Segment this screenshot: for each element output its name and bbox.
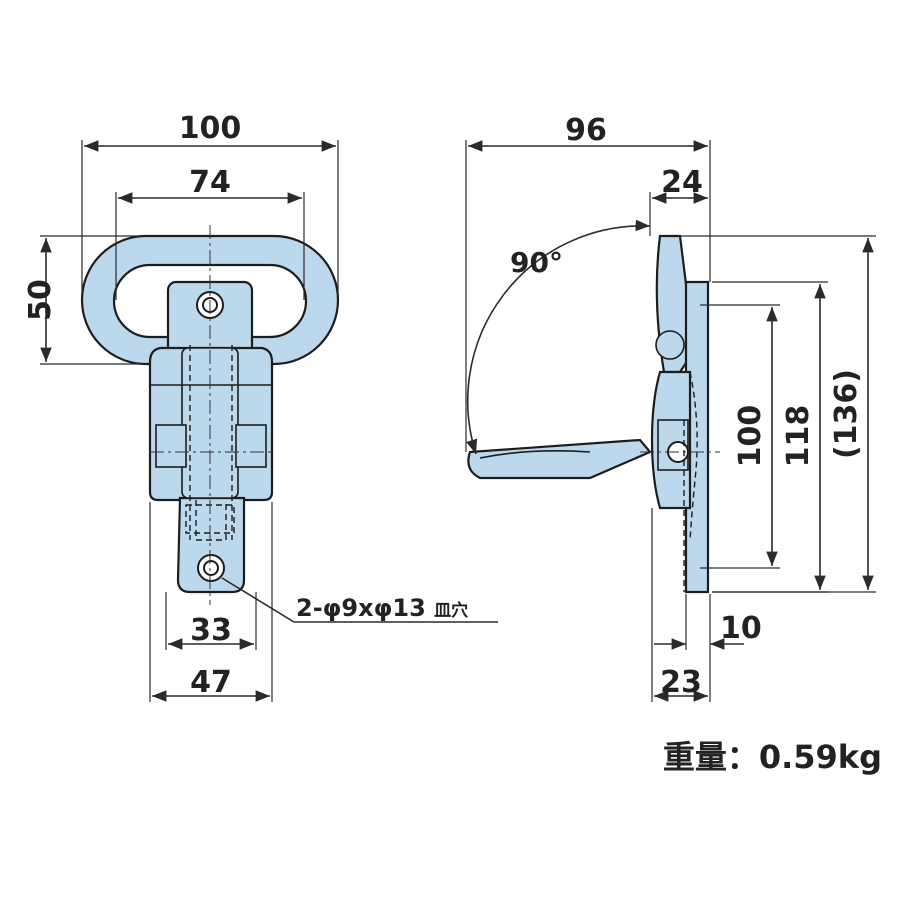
dim-overall-width: 100 [179, 111, 242, 146]
hole-callout-text: 2-φ9xφ13 [296, 594, 426, 622]
hole-callout: 2-φ9xφ13 皿穴 [296, 594, 468, 622]
dim-plate-thickness: 10 [720, 611, 762, 646]
dim-ring-height: 50 [23, 279, 58, 321]
dim-overall-depth: 96 [565, 113, 607, 148]
dim-hole-height: 100 [733, 405, 768, 468]
weight-label: 重量：0.59kg [663, 738, 882, 776]
side-catch-left [155, 424, 187, 468]
dim-plate-depth: 24 [661, 165, 703, 200]
dim-base-depth: 23 [660, 665, 702, 700]
front-view: 100 74 50 33 47 2-φ9xφ13 皿穴 [23, 111, 498, 702]
dim-hole-spacing: 33 [190, 613, 232, 648]
folded-ring [467, 438, 652, 480]
dim-angle: 90° [510, 246, 563, 279]
base-plate [176, 496, 246, 594]
side-catch-right [235, 424, 267, 468]
side-view: 90° 96 24 100 118 (136) 10 23 [465, 113, 876, 702]
dim-plate-height: 118 [781, 405, 816, 468]
dim-base-width: 47 [190, 665, 232, 700]
dim-inner-width: 74 [189, 165, 231, 200]
hole-callout-suffix: 皿穴 [434, 600, 468, 621]
dim-overall-height: (136) [829, 369, 864, 459]
